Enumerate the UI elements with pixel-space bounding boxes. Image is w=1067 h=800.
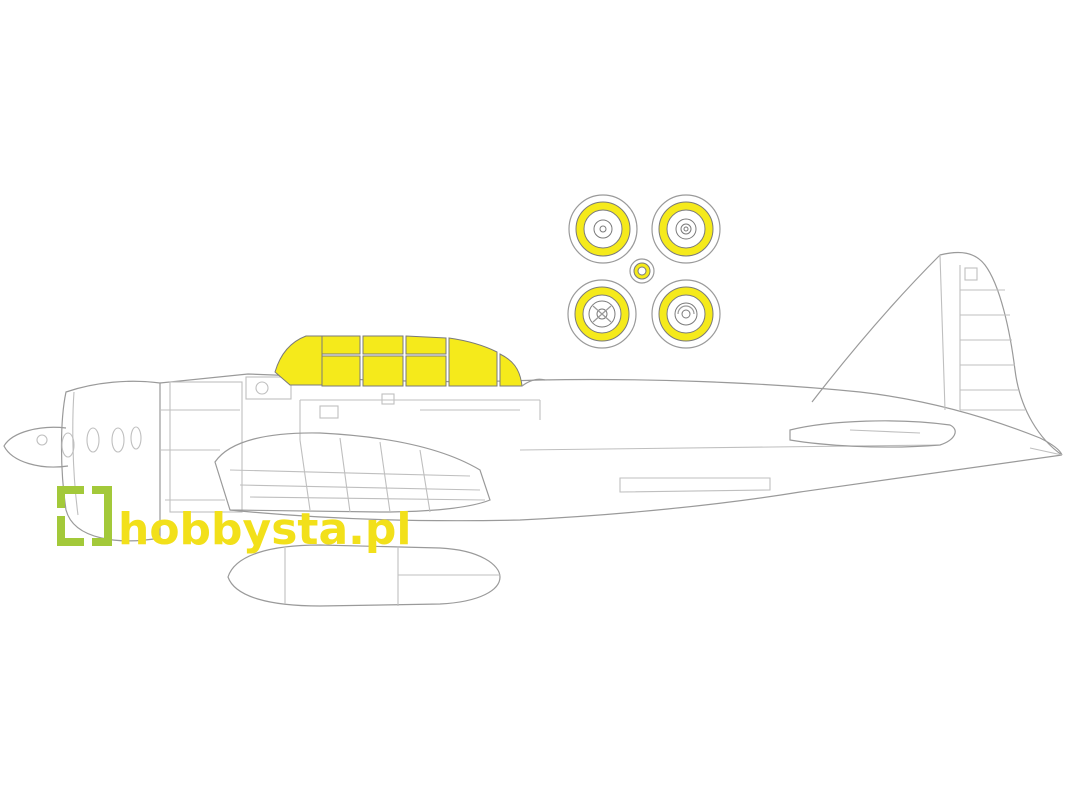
wheel-mask-top-right [651, 194, 721, 264]
wheel-mask-top-left [568, 194, 638, 264]
wheel-masks [567, 194, 721, 349]
canopy-panel-3a [405, 335, 447, 355]
aircraft-outline [3, 251, 1063, 542]
tail-fin [811, 251, 1063, 456]
canopy-panel-2a [362, 335, 404, 355]
fuselage-spine [299, 375, 1063, 456]
canopy-panel-1b [321, 355, 361, 387]
wheel-mask-center-small [629, 258, 655, 284]
canopy-panel-4 [448, 337, 498, 387]
fuselage-belly [229, 454, 1063, 522]
canopy-panel-2b [362, 355, 404, 387]
wheel-mask-bottom-left [567, 279, 637, 349]
logo-text: hobbysta.pl [118, 504, 411, 555]
canopy-masks [274, 335, 546, 387]
wheel-mask-bottom-right [651, 279, 721, 349]
drop-tank [227, 544, 501, 607]
canopy-panel-rear [499, 353, 523, 387]
canopy-panel-3b [405, 355, 447, 387]
bracket-square-icon [57, 486, 112, 546]
propeller-spinner [3, 426, 69, 468]
hobbysta-logo: hobbysta.pl [57, 486, 411, 555]
canopy-panel-1a [321, 335, 361, 355]
wing-root [214, 432, 491, 513]
horizontal-stabilizer [789, 420, 956, 448]
canopy-panel-front [274, 335, 323, 386]
